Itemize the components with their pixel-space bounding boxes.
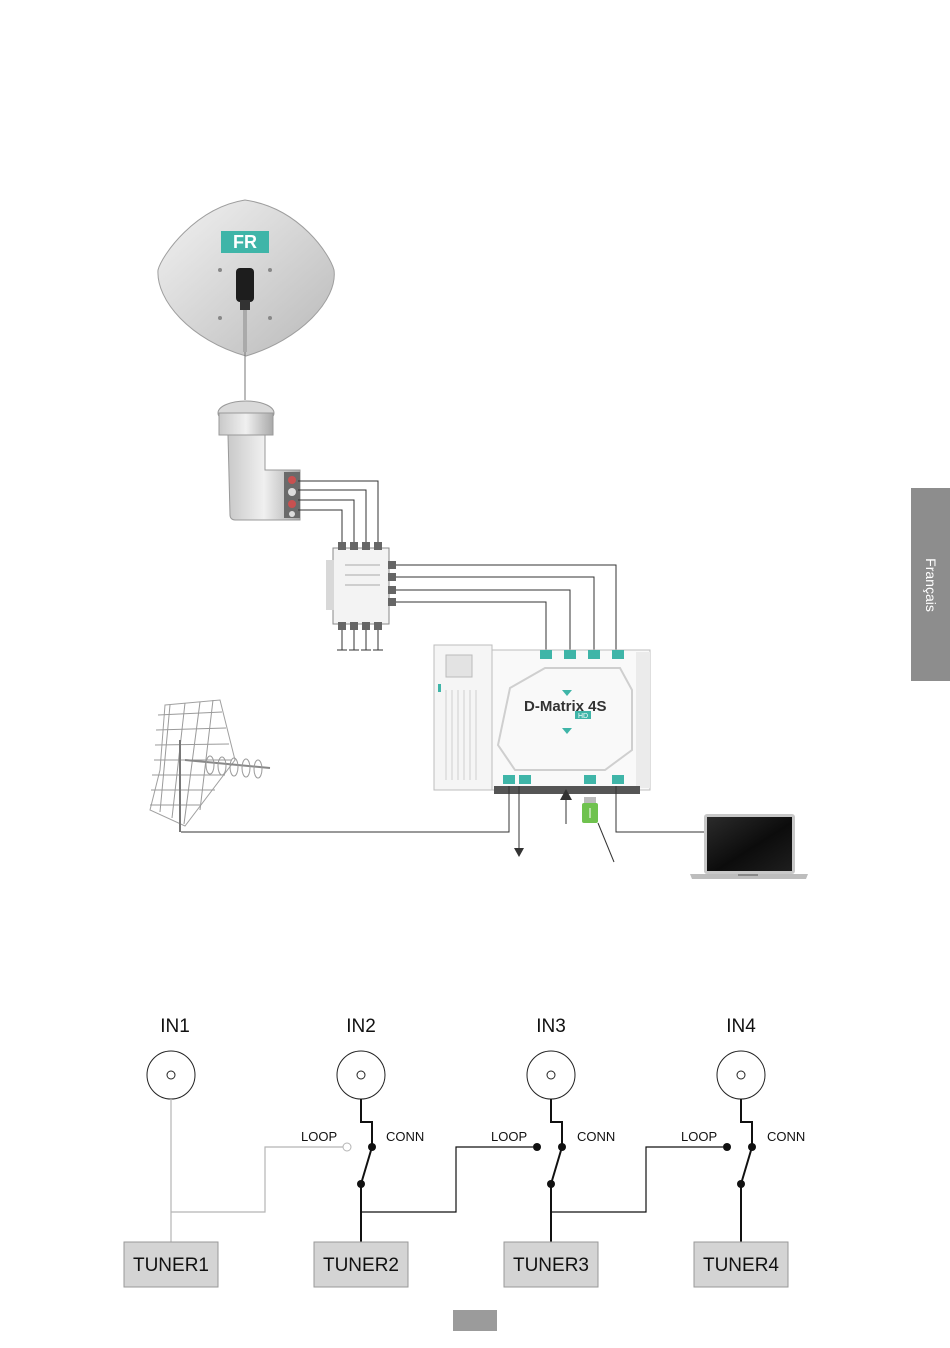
input-label-in1: IN1 (160, 1016, 190, 1037)
multiswitch-cables (396, 565, 616, 650)
svg-text:TUNER4: TUNER4 (703, 1255, 779, 1276)
svg-text:IN2: IN2 (346, 1016, 376, 1037)
tuner-box-2: TUNER2 (314, 1242, 408, 1287)
tuner-box-1: TUNER1 (124, 1242, 218, 1287)
tuner-box-3: TUNER3 (504, 1242, 598, 1287)
language-tab: Français (911, 488, 950, 681)
laptop (690, 814, 808, 879)
conn-contact-in4 (748, 1143, 756, 1151)
loop-label-in4: LOOP (681, 1129, 717, 1144)
loop-contact-in3 (533, 1143, 541, 1151)
common-contact-in3 (547, 1180, 555, 1188)
antenna-cable (181, 786, 509, 832)
device-io-arrows (514, 786, 572, 857)
loop-contact-in4 (723, 1143, 731, 1151)
multiswitch (326, 542, 396, 630)
input-connector-in1 (147, 1051, 195, 1099)
svg-text:IN4: IN4 (726, 1016, 756, 1037)
ground-terminals (337, 630, 383, 650)
usb-stick (582, 797, 614, 862)
loop-label-in2: LOOP (301, 1129, 337, 1144)
conn-contact-in3 (558, 1143, 566, 1151)
common-contact-in4 (737, 1180, 745, 1188)
device-badge: HD (578, 713, 588, 720)
input-label-in3: IN3 (536, 1016, 566, 1037)
input-connector-in3 (527, 1051, 575, 1099)
input-label-in4: IN4 (726, 1016, 756, 1037)
d-matrix-device: D-Matrix 4S HD (434, 645, 650, 794)
conn-label-in2: CONN (386, 1129, 424, 1144)
svg-text:TUNER1: TUNER1 (133, 1255, 209, 1276)
dish-logo: FR (221, 231, 269, 253)
input-connector-in4 (717, 1051, 765, 1099)
svg-text:IN1: IN1 (160, 1016, 190, 1037)
conn-label-in4: CONN (767, 1129, 805, 1144)
svg-text:TUNER3: TUNER3 (513, 1255, 589, 1276)
switch-in4 (741, 1099, 752, 1242)
input-connector-in2 (337, 1051, 385, 1099)
satellite-dish: FR (158, 200, 334, 356)
svg-text:IN3: IN3 (536, 1016, 566, 1037)
common-contact-in2 (357, 1180, 365, 1188)
dish-logo-text: FR (233, 232, 257, 252)
svg-text:TUNER2: TUNER2 (323, 1255, 399, 1276)
lnb-converter (218, 401, 300, 520)
lnb-cables (298, 481, 378, 542)
loop-wiring (361, 1147, 723, 1212)
conn-contact-in2 (368, 1143, 376, 1151)
switch-in2 (361, 1099, 372, 1242)
tuner-box-4: TUNER4 (694, 1242, 788, 1287)
conn-label-in3: CONN (577, 1129, 615, 1144)
switch-in3 (551, 1099, 562, 1242)
page-number-box (453, 1310, 497, 1331)
language-tab-label: Français (923, 558, 939, 612)
input-label-in2: IN2 (346, 1016, 376, 1037)
terrestrial-antenna (150, 700, 270, 832)
wire-in1 (171, 1099, 343, 1242)
device-brand: D-Matrix 4S (524, 698, 607, 715)
loop-contact-in2 (343, 1143, 351, 1151)
loop-label-in3: LOOP (491, 1129, 527, 1144)
